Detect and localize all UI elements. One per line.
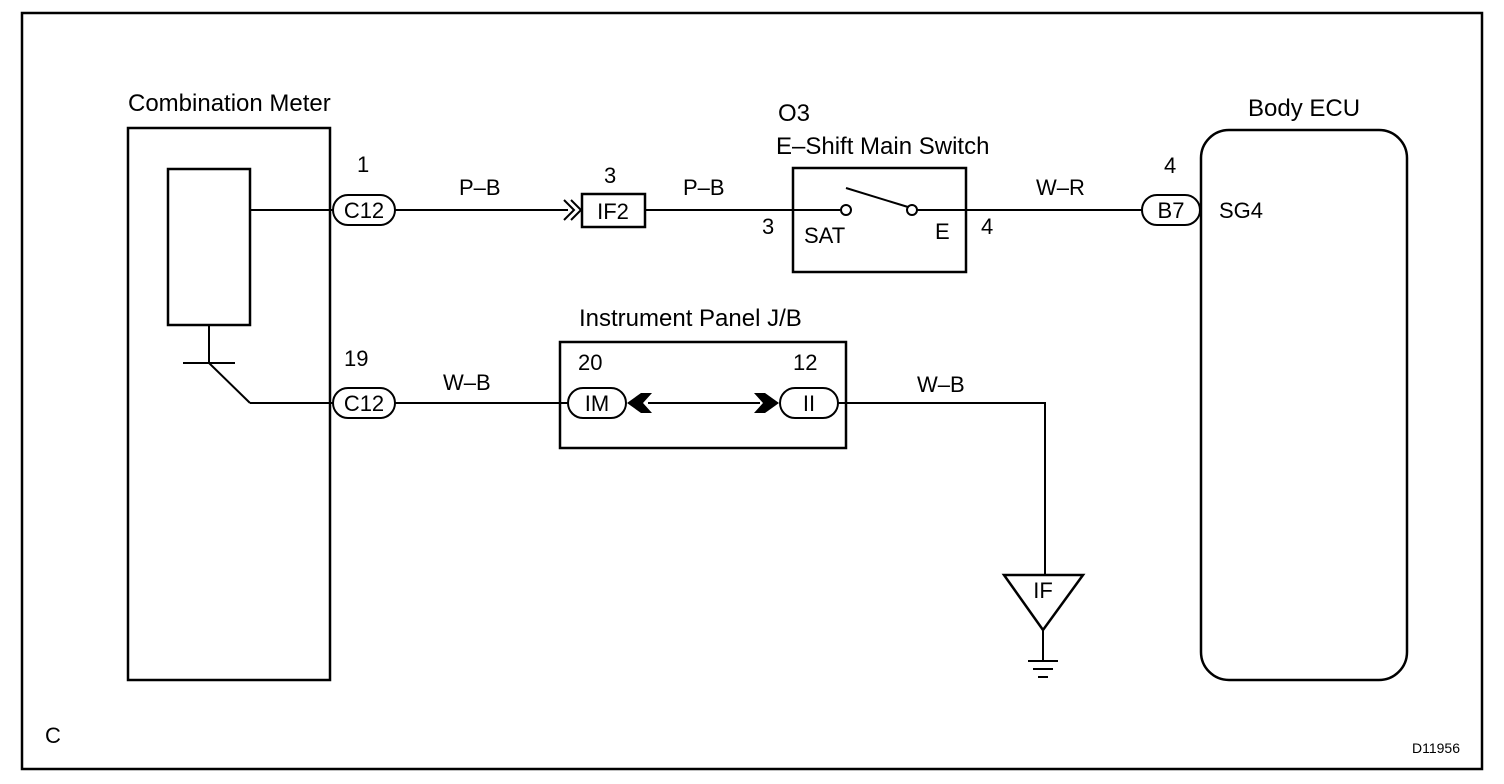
wire-jb-to-ground: [838, 402, 1046, 575]
diagram-frame: [20, 11, 1484, 771]
c12-bottom-label: C12: [344, 391, 384, 416]
switch-pin-left: 3: [762, 214, 774, 239]
if2-pin: 3: [604, 163, 616, 188]
instrument-panel-jb: Instrument Panel J/B 20 12 IM II: [558, 305, 848, 450]
body-ecu: Body ECU SG4: [1199, 95, 1409, 682]
wire-label-bottom-right: W–B: [917, 372, 965, 397]
switch-contact-right: [906, 204, 918, 216]
switch-terminal-right: E: [935, 219, 950, 244]
ground-point: IF: [1001, 573, 1086, 678]
jb-body: [558, 340, 848, 450]
switch-body: [791, 166, 968, 274]
combination-meter: Combination Meter: [126, 90, 332, 682]
im-chevron: [627, 393, 652, 413]
ii-label: II: [803, 391, 815, 416]
switch-code: O3: [778, 100, 810, 127]
switch-terminal-left: SAT: [804, 223, 845, 248]
c12-top-pin: 1: [357, 152, 369, 177]
switch-lever: [845, 187, 909, 208]
im-connector: [567, 387, 627, 419]
c12-top-label: C12: [344, 198, 384, 223]
wire-label-top-left: P–B: [459, 175, 501, 200]
ii-chevron: [754, 393, 779, 413]
b7-pin: 4: [1164, 153, 1176, 178]
corner-letter: C: [45, 723, 61, 748]
meter-internal-diagonal: [208, 362, 251, 404]
b7-label: B7: [1158, 198, 1185, 223]
meter-gauge-element: [166, 167, 252, 327]
ground-triangle: [1001, 573, 1086, 633]
switch-contact-left: [840, 204, 852, 216]
ground-label: IF: [1033, 578, 1053, 603]
body-ecu-terminal: SG4: [1219, 198, 1263, 223]
wire-label-top-right: W–R: [1036, 175, 1085, 200]
body-ecu-body: [1199, 128, 1409, 682]
combination-meter-title: Combination Meter: [128, 90, 331, 117]
wire-label-top-mid: P–B: [683, 175, 725, 200]
wire-label-bottom-left: W–B: [443, 370, 491, 395]
jb-pin-left: 20: [578, 350, 602, 375]
body-ecu-title: Body ECU: [1248, 95, 1360, 122]
switch-pin-right: 4: [981, 214, 993, 239]
im-label: IM: [585, 391, 609, 416]
switch-title: E–Shift Main Switch: [776, 133, 989, 160]
figure-code: D11956: [1412, 740, 1460, 756]
c12-bottom-pin: 19: [344, 346, 368, 371]
if2-chevron-outer: [563, 199, 576, 221]
jb-pin-right: 12: [793, 350, 817, 375]
e-shift-main-switch: O3 E–Shift Main Switch 3 SAT E 4: [762, 100, 993, 274]
if2-chevron-inner: [570, 199, 583, 221]
if2-label: IF2: [597, 199, 629, 224]
jb-title: Instrument Panel J/B: [579, 305, 802, 332]
